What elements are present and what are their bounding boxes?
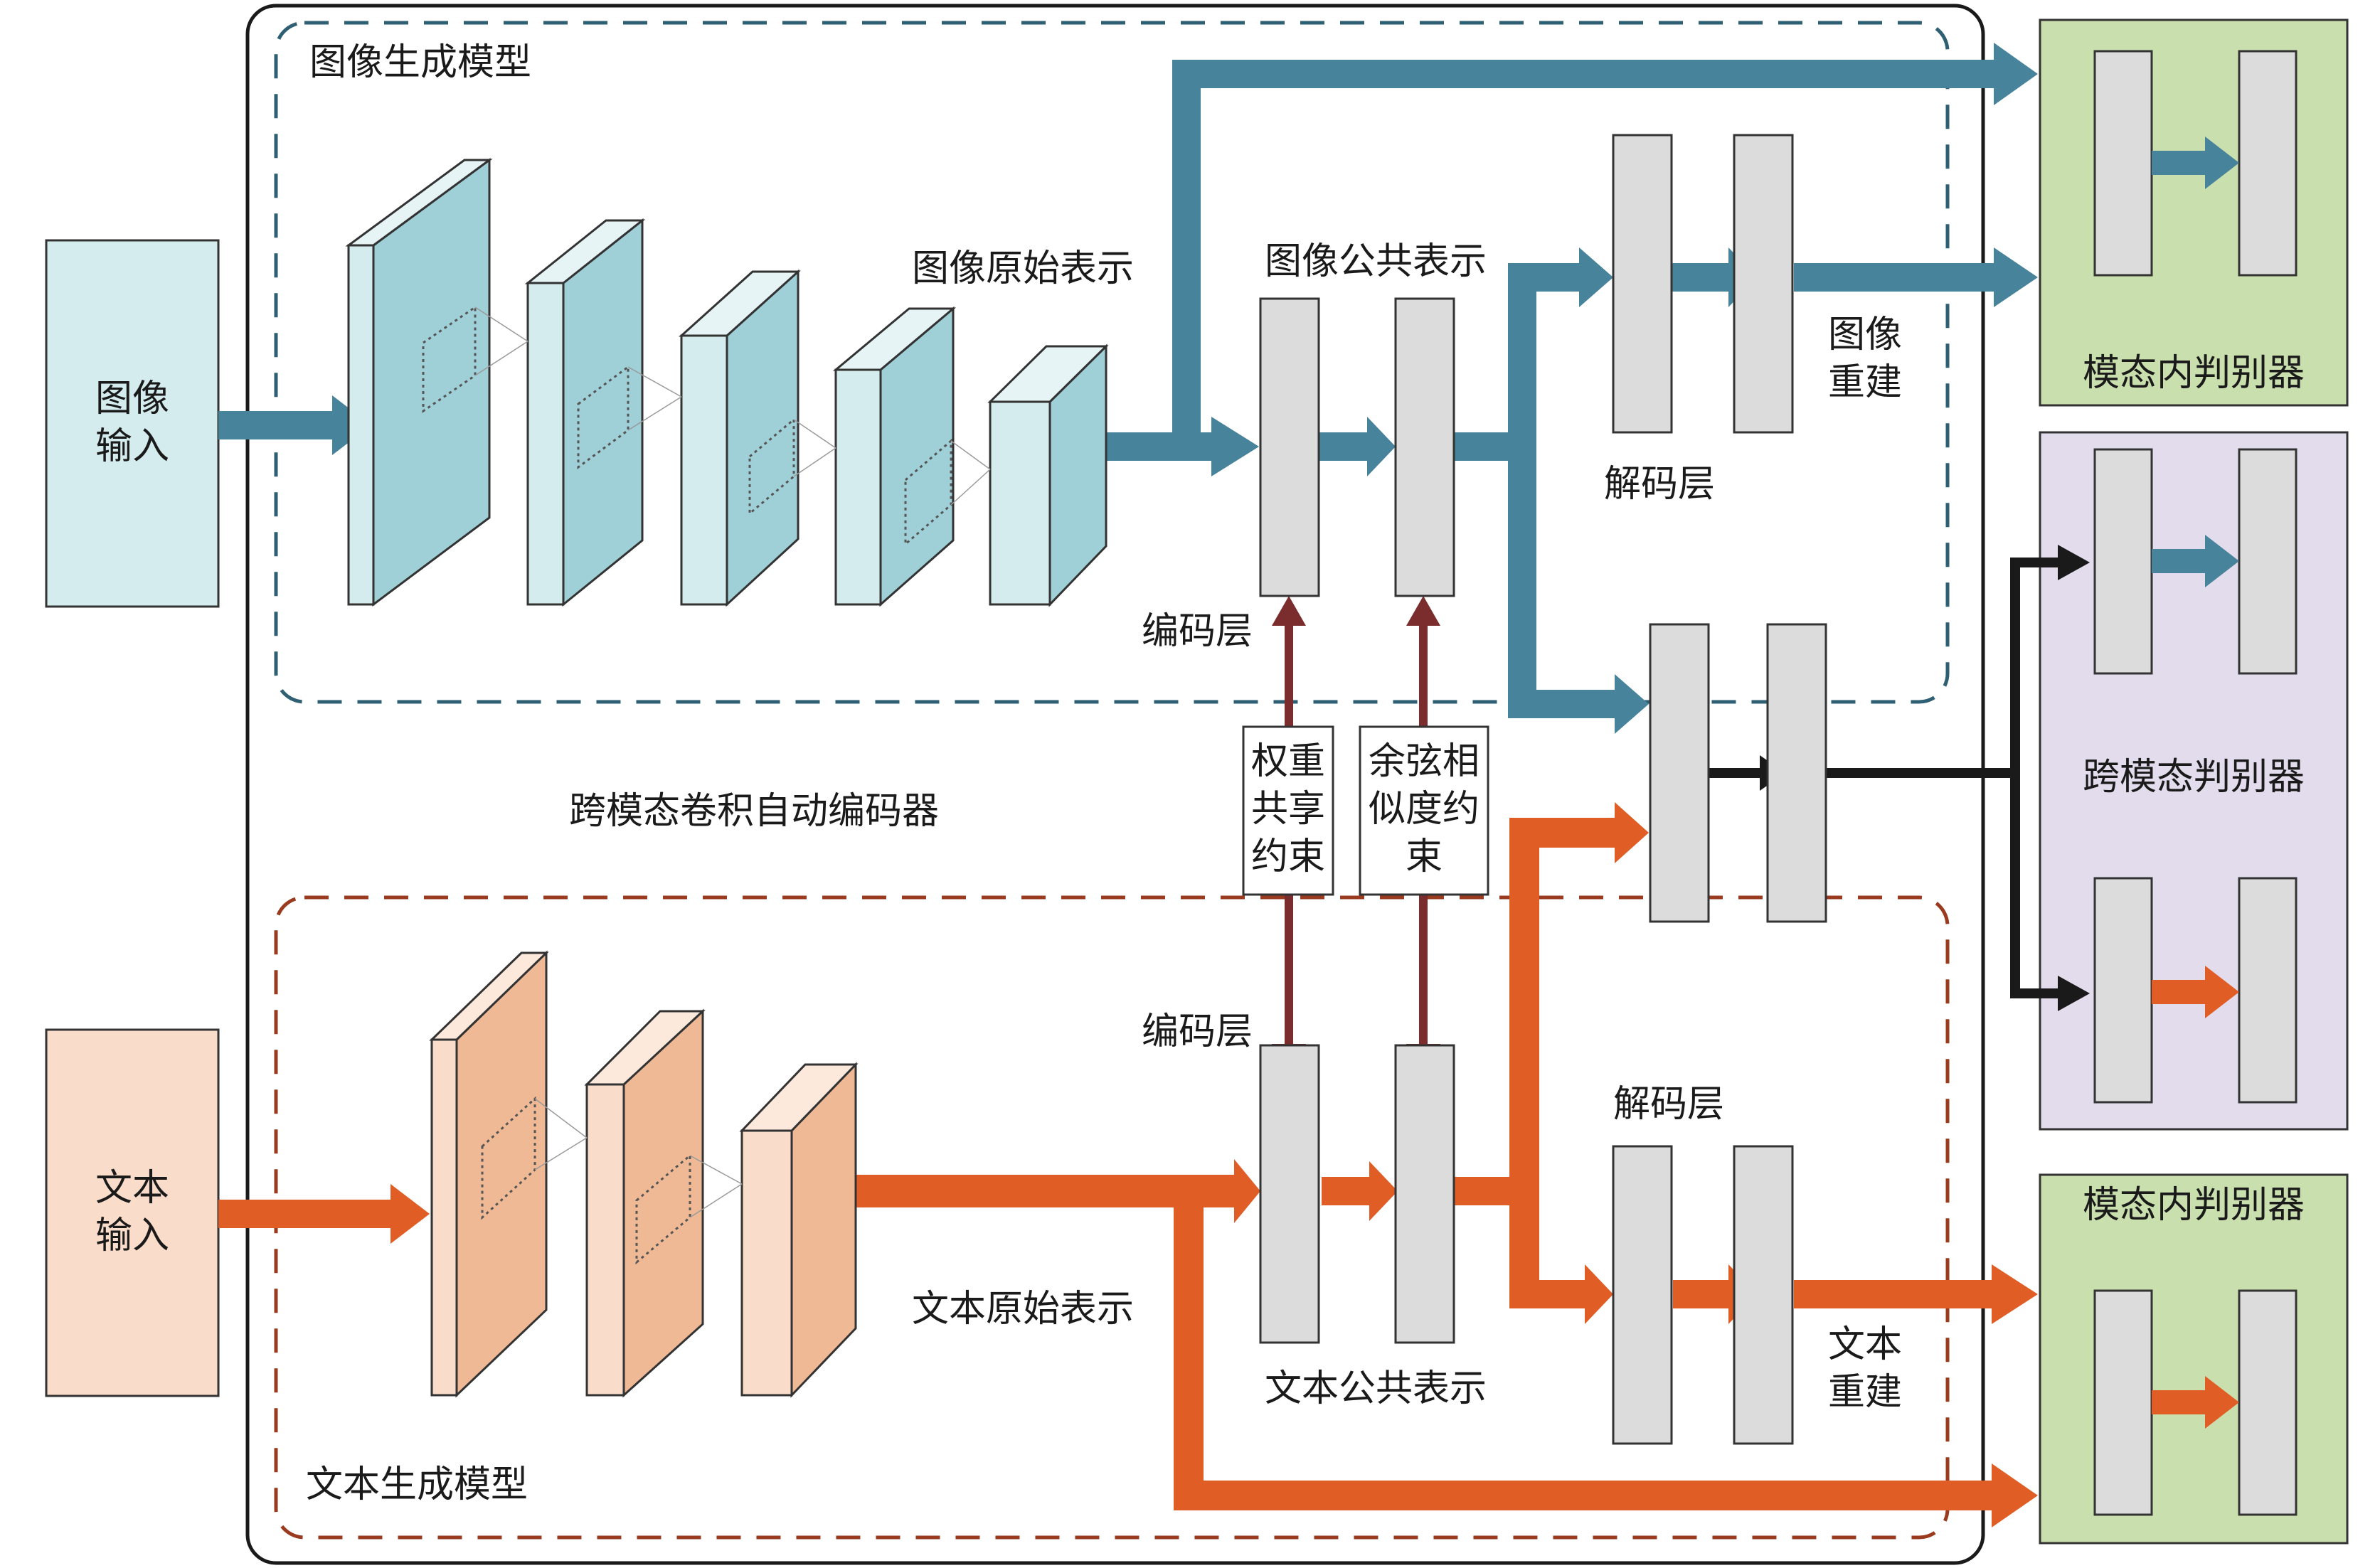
image-conv-block [832,306,957,607]
image-encoder-layer [1259,297,1320,597]
intra-disc-bottom-box [2039,1173,2349,1545]
text-conv-block [739,1062,859,1398]
cross-disc-layer [2093,448,2153,675]
image-recon-label-1: 图像 [1828,314,1902,356]
intra-disc-top-layer [2238,50,2297,277]
intra-disc-top-layer [2093,50,2153,277]
layer-blocks [1259,50,2297,1516]
encoder-top-label: 编码层 [1142,610,1253,653]
cross-disc-layer [2093,877,2153,1104]
image-raw-label: 图像原始表示 [912,247,1134,290]
image-common-label: 图像公共表示 [1265,240,1487,283]
cosine-label-3: 束 [1406,836,1443,878]
intra-disc-top-box [2039,18,2349,407]
weight-share-box [1242,725,1334,896]
image-conv-block [679,269,801,607]
text-conv-blocks [429,950,859,1398]
text-encoder-layer [1394,1044,1455,1344]
image-input-label-1: 图像 [95,378,169,420]
outer-frame [245,4,1985,1565]
cosine-box [1359,725,1489,896]
weight-share-label-2: 共享 [1251,788,1325,831]
text-flow-arrows [218,802,2038,1527]
weight-share-label-1: 权重 [1251,740,1325,783]
image-kernel-lines [474,306,991,506]
image-input-label-2: 输入 [95,425,169,468]
text-group-label: 文本生成模型 [306,1463,528,1506]
cross-disc-layer [2238,877,2297,1104]
text-input-label-1: 文本 [95,1167,169,1210]
image-conv-block [524,218,646,607]
decoder-bottom-label: 解码层 [1613,1083,1724,1126]
text-input-box [45,1028,220,1397]
text-encoder-layer [1259,1044,1320,1344]
image-group-box [274,21,1950,704]
image-group-label: 图像生成模型 [309,41,531,84]
image-conv-block [345,158,493,607]
image-decoder-layer [1733,134,1794,434]
image-encoder-layer [1394,297,1455,597]
text-decoder-layer [1612,1145,1673,1445]
cosine-label-1: 余弦相 [1369,740,1479,783]
cross-encoder-layer [1766,623,1827,923]
text-conv-block [584,1008,706,1398]
image-recon-label-2: 重建 [1828,361,1902,404]
intra-disc-top-label: 模态内判别器 [2083,352,2305,395]
image-conv-blocks [345,158,1109,607]
cross-disc-layer [2238,448,2297,675]
cross-encoder-layer [1649,623,1710,923]
image-input-box [45,239,220,608]
text-raw-label: 文本原始表示 [912,1288,1134,1330]
text-common-label: 文本公共表示 [1265,1367,1487,1410]
text-kernel-lines [534,1098,743,1218]
intra-disc-bottom-layer [2093,1289,2153,1516]
image-conv-block [987,343,1109,607]
text-conv-block [429,950,549,1398]
text-recon-label-2: 重建 [1828,1371,1902,1414]
intra-disc-bottom-layer [2238,1289,2297,1516]
text-input-label-2: 输入 [95,1215,169,1257]
cosine-label-2: 似度约 [1369,788,1479,831]
text-decoder-layer [1733,1145,1794,1445]
weight-share-label-3: 约束 [1251,836,1325,878]
constraint-arrows [1272,596,1440,1074]
cross-disc-label: 跨模态判别器 [2083,756,2305,799]
cross-disc-arrows [1709,545,2090,1011]
outer-box-label: 跨模态卷积自动编码器 [569,790,939,833]
encoder-bottom-label: 编码层 [1142,1010,1253,1053]
text-recon-label-1: 文本 [1828,1323,1902,1366]
decoder-top-label: 解码层 [1604,463,1715,506]
disc-inner-arrows [2152,137,2239,1429]
intra-disc-bottom-label: 模态内判别器 [2083,1184,2305,1227]
image-decoder-layer [1612,134,1673,434]
